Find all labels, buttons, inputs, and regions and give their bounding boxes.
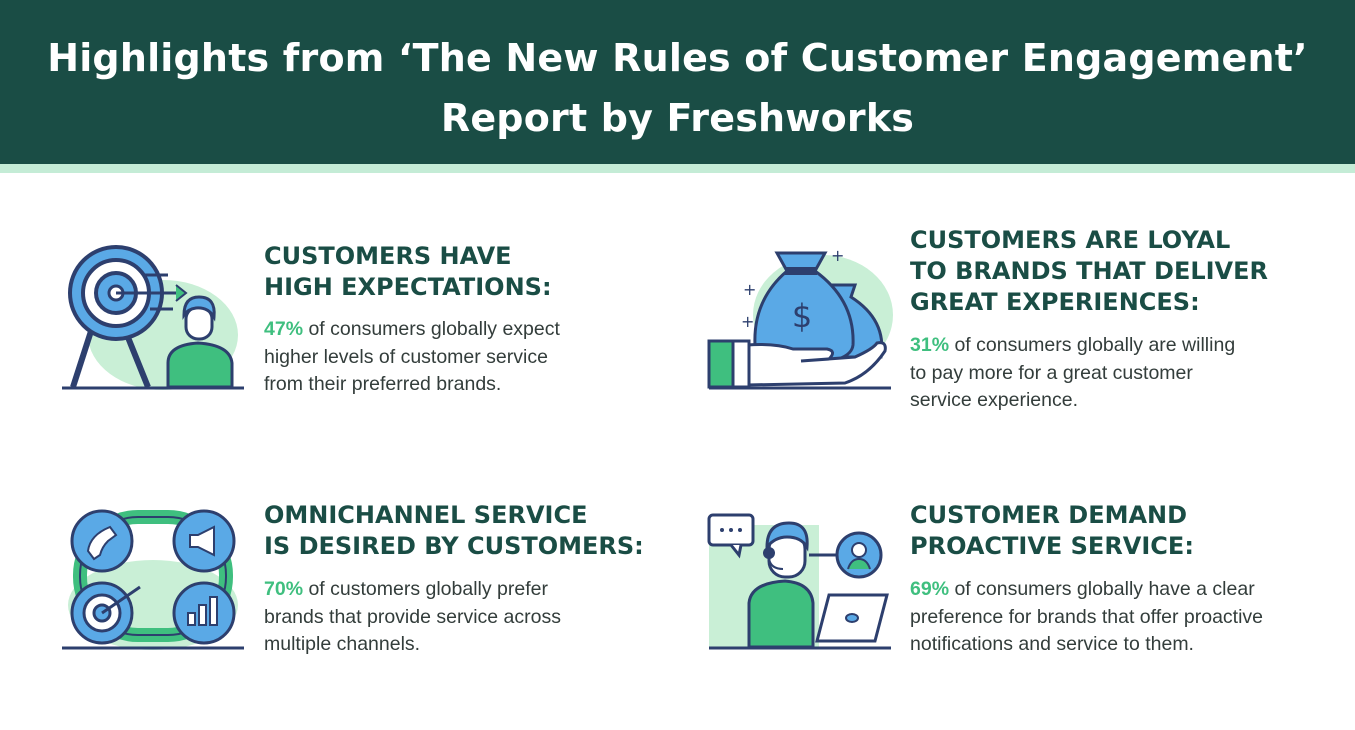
card-heading: CUSTOMERS HAVE HIGH EXPECTATIONS: xyxy=(264,241,552,303)
svg-text:+: + xyxy=(743,280,756,299)
svg-text:+: + xyxy=(831,246,844,265)
stat-percent: 31% xyxy=(910,334,950,356)
money-bag-hand-icon: $ + + + xyxy=(707,246,893,390)
body-text: higher levels of customer service xyxy=(264,345,548,368)
body-text: multiple channels. xyxy=(264,633,421,655)
body-text: of consumers globally expect xyxy=(303,318,560,340)
stat-percent: 47% xyxy=(264,318,304,340)
body-text: service experience. xyxy=(910,389,1078,411)
card-heading: CUSTOMER DEMAND PROACTIVE SERVICE: xyxy=(910,500,1194,562)
body-text: from their preferred brands. xyxy=(264,373,502,395)
page-title: Highlights from ‘The New Rules of Custom… xyxy=(0,28,1355,148)
stat-percent: 69% xyxy=(910,578,950,600)
card-heading: CUSTOMERS ARE LOYAL TO BRANDS THAT DELIV… xyxy=(910,225,1268,318)
heading-line: GREAT EXPERIENCES: xyxy=(910,288,1200,316)
support-agent-icon xyxy=(707,513,891,650)
card-body: 69% of consumers globally have a clear p… xyxy=(910,576,1263,659)
title-line-1: Highlights from ‘The New Rules of Custom… xyxy=(47,36,1308,80)
body-text: preference for brands that offer proacti… xyxy=(910,605,1264,628)
body-text: of consumers globally have a clear xyxy=(949,578,1255,600)
svg-text:$: $ xyxy=(792,297,812,335)
target-person-icon xyxy=(62,245,244,390)
body-text: of consumers globally are willing xyxy=(949,334,1236,356)
card-body: 31% of consumers globally are willing to… xyxy=(910,332,1235,415)
card-body: 47% of consumers globally expect higher … xyxy=(264,316,560,399)
body-text: brands that provide service across xyxy=(264,605,561,628)
heading-line: OMNICHANNEL SERVICE xyxy=(264,501,588,529)
heading-line: IS DESIRED BY CUSTOMERS: xyxy=(264,532,644,560)
body-text: to pay more for a great customer xyxy=(910,361,1193,384)
heading-line: TO BRANDS THAT DELIVER xyxy=(910,257,1269,285)
stat-percent: 70% xyxy=(264,578,304,600)
card-body: 70% of customers globally prefer brands … xyxy=(264,576,561,659)
omnichannel-icon xyxy=(62,509,244,650)
body-text: notifications and service to them. xyxy=(910,633,1194,655)
svg-text:+: + xyxy=(741,312,754,331)
heading-line: PROACTIVE SERVICE: xyxy=(910,532,1194,560)
header-banner xyxy=(0,0,1355,164)
body-text: of customers globally prefer xyxy=(303,578,548,600)
heading-line: CUSTOMERS HAVE xyxy=(264,242,512,270)
heading-line: CUSTOMER DEMAND xyxy=(910,501,1188,529)
heading-line: CUSTOMERS ARE LOYAL xyxy=(910,226,1231,254)
card-heading: OMNICHANNEL SERVICE IS DESIRED BY CUSTOM… xyxy=(264,500,644,562)
heading-line: HIGH EXPECTATIONS: xyxy=(264,273,552,301)
header-stripe xyxy=(0,164,1355,173)
title-line-2: Report by Freshworks xyxy=(440,96,915,140)
